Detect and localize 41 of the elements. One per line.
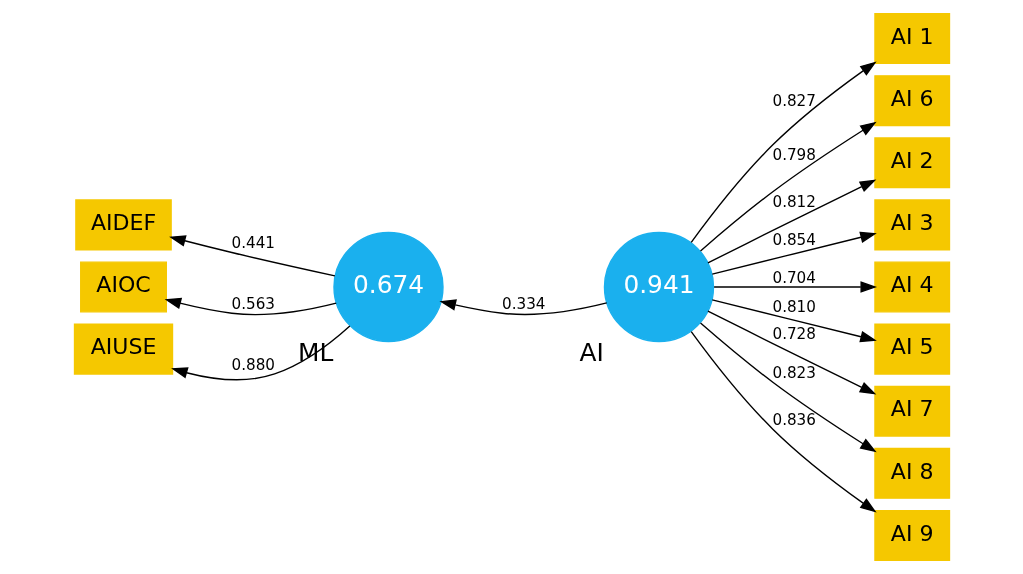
arrow [438, 299, 607, 316]
arrow [712, 281, 877, 293]
arrow [711, 231, 877, 275]
node-box: AI 6 [873, 75, 950, 127]
edge-label: 0.823 [772, 363, 816, 382]
node-box: AIUSE [73, 323, 173, 375]
edge-label: 0.854 [772, 231, 816, 250]
arrow [170, 325, 351, 381]
arrow [699, 322, 877, 453]
edge-label: 0.812 [772, 192, 816, 211]
edge-label: 0.836 [772, 410, 816, 429]
arrow [699, 121, 877, 252]
arrow [706, 179, 876, 264]
node-box: AI 2 [873, 137, 950, 189]
node-circle: 0.674 [332, 231, 444, 343]
node-box: AI 4 [873, 261, 950, 313]
arrow [690, 61, 877, 244]
node-box: AI 5 [873, 323, 950, 375]
edge-label: 0.880 [231, 355, 275, 374]
arrow [711, 299, 877, 343]
node-box: AI 1 [873, 13, 950, 65]
arrow [168, 235, 336, 277]
node-box: AIOC [79, 261, 167, 313]
edge-label: 0.441 [231, 234, 275, 253]
edge-label: 0.827 [772, 91, 816, 110]
edge-label: 0.798 [772, 145, 816, 164]
node-label: AI [579, 338, 604, 368]
edge-label: 0.728 [772, 325, 816, 344]
arrow [706, 310, 876, 395]
node-box: AI 8 [873, 447, 950, 499]
node-box: AIDEF [74, 199, 172, 251]
arrow [164, 297, 337, 316]
edge-label: 0.704 [772, 268, 816, 287]
node-box: AI 9 [873, 509, 950, 561]
node-circle: 0.941 [603, 231, 714, 343]
node-box: AI 7 [873, 385, 950, 437]
edge-label: 0.810 [772, 297, 816, 316]
edge-label: 0.334 [501, 294, 545, 313]
node-box: AI 3 [873, 199, 950, 251]
arrow [690, 330, 877, 513]
edge-label: 0.563 [231, 294, 275, 313]
